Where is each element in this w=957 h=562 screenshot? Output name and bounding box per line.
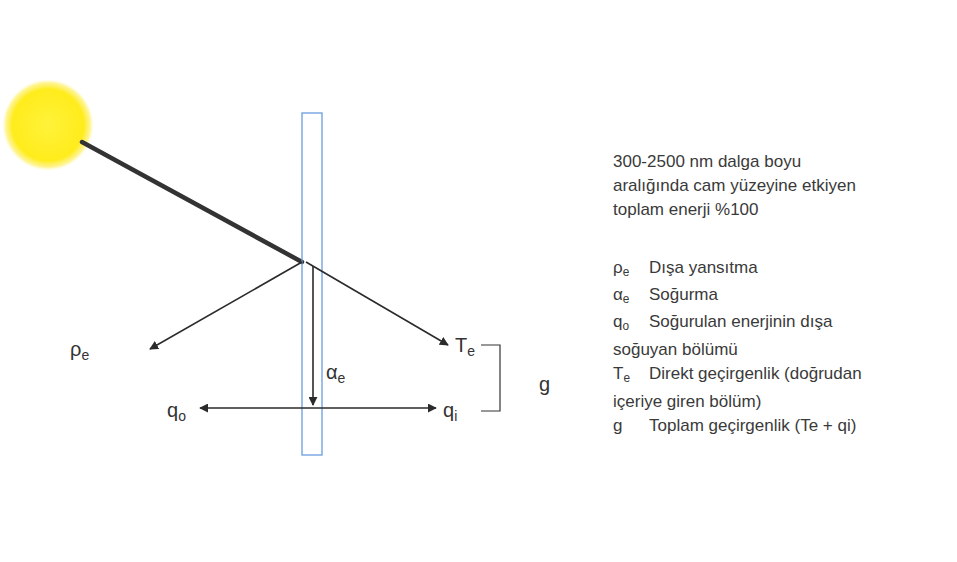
definition-row: qoSoğurulan enerjinin dışa soğuyan bölüm…: [613, 310, 888, 362]
symbol-main: α: [326, 361, 338, 383]
symbol-label: qo: [613, 310, 649, 338]
glass-pane: [302, 113, 322, 455]
symbol-main: α: [613, 285, 623, 304]
symbol-main: T: [455, 334, 467, 356]
definition-text: Soğurulan enerjinin dışa soğuyan bölümü: [613, 312, 832, 359]
definition-text: Toplam geçirgenlik (Te + qi): [649, 416, 856, 435]
symbol-subscript: e: [338, 370, 346, 386]
definition-row: αeSoğurma: [613, 283, 888, 311]
reflection-arrow: [150, 262, 302, 349]
symbol-main: q: [443, 399, 454, 421]
symbol-subscript: o: [622, 319, 629, 333]
symbol-label: ρe: [613, 256, 649, 284]
symbol-subscript: e: [623, 292, 630, 306]
symbol-main: T: [613, 364, 623, 383]
symbol-label: qo: [167, 398, 186, 428]
sum-bracket: [481, 345, 500, 411]
symbol-main: q: [613, 312, 622, 331]
symbol-label: g: [613, 414, 649, 438]
symbol-subscript: e: [623, 265, 630, 279]
symbol-subscript: e: [623, 371, 630, 385]
definition-text: Soğurma: [649, 285, 718, 304]
symbol-label: qi: [443, 398, 457, 428]
definition-text: Direkt geçirgenlik (doğrudan içeriye gir…: [613, 364, 862, 411]
symbol-label: g: [539, 372, 550, 396]
definition-text: Dışa yansıtma: [649, 258, 758, 277]
absorption-arrow: [312, 266, 314, 405]
symbol-main: q: [167, 399, 178, 421]
symbol-label: αe: [326, 360, 345, 390]
symbol-label: ρe: [70, 337, 89, 367]
symbol-subscript: e: [81, 347, 89, 363]
definition-row: gToplam geçirgenlik (Te + qi): [613, 414, 888, 438]
symbol-subscript: e: [467, 343, 475, 359]
transmission-arrow: [306, 262, 448, 345]
heat-release-arrow: [200, 407, 436, 409]
sun-ray: [82, 142, 302, 262]
definition-row: TeDirekt geçirgenlik (doğrudan içeriye g…: [613, 362, 888, 414]
symbol-subscript: i: [454, 408, 457, 424]
note-text: 300-2500 nm dalga boyu aralığında cam yü…: [613, 150, 868, 222]
sun: [2, 79, 94, 171]
symbol-subscript: o: [178, 408, 186, 424]
symbol-label: Te: [455, 333, 475, 363]
symbol-label: Te: [613, 362, 649, 390]
symbol-main: ρ: [70, 338, 81, 360]
symbol-main: ρ: [613, 258, 623, 277]
definition-row: ρeDışa yansıtma: [613, 256, 888, 284]
symbol-label: αe: [613, 283, 649, 311]
